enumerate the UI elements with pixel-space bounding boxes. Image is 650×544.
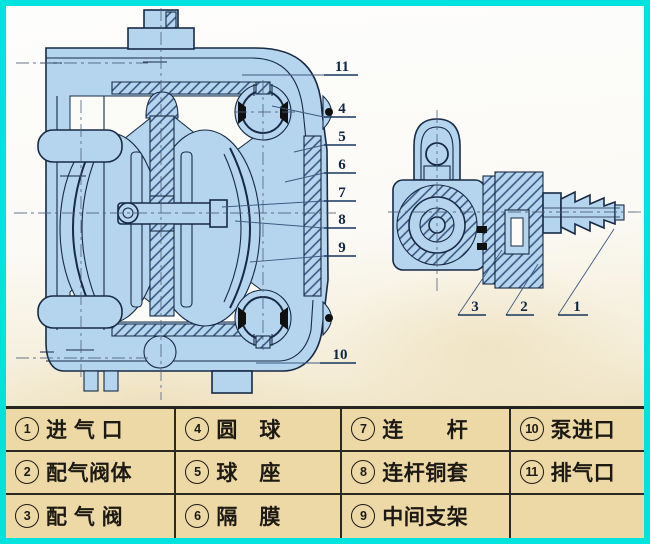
part-label: 进 气 口 [46, 419, 124, 443]
callout-10: 10 [256, 347, 356, 364]
pipe-flange-lower [37, 295, 123, 329]
callout-4: 4 [271, 101, 356, 118]
parts-legend-table: 1 进 气 口 4 圆 球 7 连 杆 10 泵进口 2 配气阀体 5 球 座 … [6, 405, 644, 538]
legend-cell-9: 9 中间支架 [342, 494, 511, 538]
callout-number: 7 [338, 185, 346, 201]
callouts-right-view: 3 2 1 [457, 228, 615, 316]
air-inlet-barb-fitting [560, 190, 616, 236]
part-label: 配气阀体 [46, 462, 132, 486]
legend-cell-11: 11 排气口 [510, 452, 644, 495]
legend-cell-4: 4 圆 球 [176, 408, 343, 452]
legend-cell-7: 7 连 杆 [342, 408, 511, 452]
part-label: 排气口 [550, 462, 616, 486]
circled-number: 7 [351, 417, 376, 442]
part-label: 配 气 阀 [46, 506, 124, 530]
diaphragm-left [72, 149, 91, 307]
legend-cell-2: 2 配气阀体 [6, 451, 177, 495]
legend-cell-8: 8 连杆铜套 [342, 451, 511, 495]
callout-7: 7 [221, 185, 356, 208]
circled-number: 2 [15, 460, 39, 485]
part-label: 球 座 [216, 462, 281, 486]
legend-cell-5: 5 球 座 [176, 451, 343, 495]
callout-number: 3 [471, 299, 479, 315]
legend-cell-1: 1 进 气 口 [6, 408, 177, 452]
callout-8: 8 [234, 212, 356, 229]
part-label: 圆 球 [216, 419, 281, 443]
bottom-foot [211, 370, 253, 394]
legend-cell-6: 6 隔 膜 [176, 494, 343, 538]
callout-number: 8 [338, 212, 346, 228]
legend-cell-10: 10 泵进口 [510, 409, 644, 452]
circled-number: 5 [185, 460, 210, 485]
callout-number: 10 [333, 347, 348, 363]
callout-11: 11 [242, 59, 358, 76]
callout-5: 5 [293, 129, 356, 153]
circled-number: 8 [351, 460, 376, 485]
center-lines [14, 8, 642, 400]
callout-number: 2 [520, 299, 528, 315]
pump-section-svg: 11 4 5 6 [14, 8, 642, 400]
callout-6: 6 [284, 157, 356, 183]
legend-cell-3: 3 配 气 阀 [6, 494, 177, 538]
circled-number: 9 [351, 504, 376, 529]
callout-number: 11 [335, 59, 349, 75]
callout-number: 5 [338, 129, 346, 145]
callout-number: 4 [338, 101, 346, 117]
air-valve-side-view [392, 118, 625, 289]
callouts-left-view: 11 4 5 6 [221, 59, 358, 364]
circled-number: 10 [519, 417, 544, 442]
callout-number: 9 [338, 240, 346, 256]
part-label: 隔 膜 [216, 506, 281, 530]
support-cap [145, 91, 179, 119]
pipe-flange-upper [37, 129, 123, 163]
pump-front-section-view [37, 9, 333, 394]
callout-9: 9 [249, 240, 356, 263]
callout-3: 3 [457, 249, 503, 316]
circled-number: 3 [15, 504, 39, 529]
legend-cell-empty [511, 495, 644, 538]
circled-number: 4 [185, 417, 210, 442]
part-label: 连杆铜套 [382, 462, 469, 486]
callout-1: 1 [557, 228, 615, 316]
callout-number: 6 [338, 157, 346, 173]
callout-2: 2 [505, 263, 539, 316]
diaphragm-right [229, 147, 251, 309]
circled-number: 11 [519, 460, 544, 485]
pump-drawings-area: 11 4 5 6 [6, 6, 644, 406]
callout-number: 1 [573, 299, 581, 315]
circled-number: 1 [15, 417, 39, 442]
circled-number: 6 [185, 504, 210, 529]
part-label: 中间支架 [382, 506, 469, 530]
part-label: 泵进口 [550, 419, 616, 443]
part-label: 连 杆 [382, 419, 469, 443]
